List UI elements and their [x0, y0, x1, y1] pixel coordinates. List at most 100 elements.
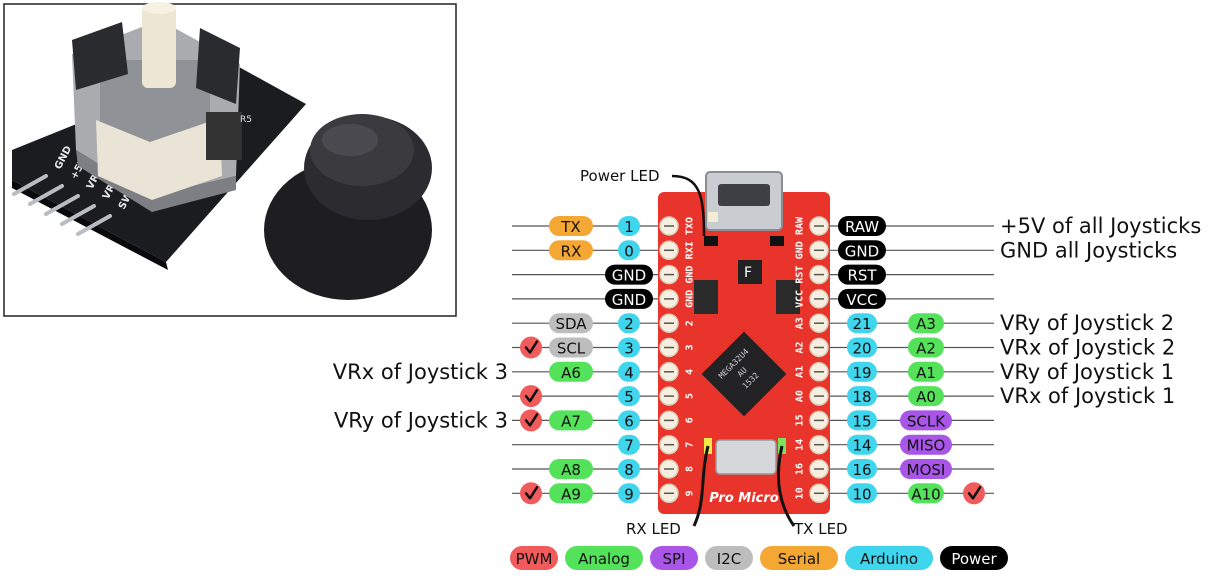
silk-label: A3 — [795, 317, 806, 329]
pin-annotation: +5V of all Joysticks — [1000, 214, 1201, 238]
rx-led-label: RX LED — [626, 520, 681, 538]
pin-number-badge-shape — [847, 313, 877, 334]
pin-function-badge-shape — [900, 410, 952, 431]
legend-item-i2c: I2C — [705, 546, 753, 570]
module-marking: R5 — [240, 115, 252, 125]
pin-number-badge-label: 15 — [852, 412, 871, 430]
pin-function-badge-shape — [908, 361, 944, 382]
pin-number-badge: 16 — [847, 459, 877, 479]
pin-number-badge-label: 8 — [624, 461, 634, 479]
check-icon — [524, 413, 539, 427]
pin-number-badge: 10 — [847, 483, 877, 504]
left-pin-row: 5 — [520, 385, 640, 408]
legend-item-spi: SPI — [650, 546, 698, 570]
legend-swatch — [705, 546, 753, 570]
pin-number-badge-shape — [605, 288, 653, 309]
pin-function-badge: SCLK — [900, 410, 952, 431]
pin-function-badge-shape — [549, 361, 593, 382]
pin-function-badge: A6 — [549, 361, 593, 382]
pin-annotation: VRy of Joystick 3 — [334, 408, 508, 432]
legend-swatch — [760, 546, 838, 570]
pin-annotation: VRy of Joystick 1 — [1000, 360, 1174, 384]
pin-number-badge-shape — [618, 410, 640, 431]
pin-number-badge-shape — [838, 288, 886, 309]
pin-number-badge: 14 — [847, 434, 877, 455]
pin-function-badge-label: A0 — [916, 388, 936, 406]
legend-label: Arduino — [860, 550, 918, 568]
silk-label: 2 — [685, 320, 696, 326]
pin-number-badge-label: 0 — [624, 242, 634, 260]
pin-number-badge-label: 2 — [624, 315, 634, 333]
pin-function-badge-shape — [549, 410, 593, 431]
pin-number-badge: RST — [838, 264, 886, 285]
pin-number-badge-shape — [618, 240, 640, 261]
pin-function-badge-label: A10 — [911, 485, 940, 503]
pin-number-badge-shape — [618, 313, 640, 334]
silk-label: TXO — [685, 217, 696, 235]
legend-label: I2C — [717, 550, 741, 568]
right-pin-row: RST — [838, 264, 886, 285]
led-callouts: Power LED RX LED TX LED — [580, 167, 848, 538]
pin-function-badge-shape — [908, 386, 944, 407]
pin-number-badge: 15 — [847, 410, 877, 431]
silk-label: A0 — [795, 390, 806, 402]
check-icon — [967, 486, 982, 500]
silk-label: 14 — [795, 439, 806, 451]
pin-function-badge: A3 — [908, 313, 944, 334]
pin-annotation: VRx of Joystick 2 — [1000, 336, 1175, 360]
pwm-marker — [963, 482, 985, 505]
pin-function-badge-label: A6 — [561, 364, 581, 382]
silk-label: 9 — [685, 490, 696, 496]
legend-item-power: Power — [940, 546, 1008, 570]
silk-label: RST — [795, 266, 806, 284]
silk-label: 10 — [795, 487, 806, 499]
pin-function-badge: A1 — [908, 361, 944, 382]
silk-label: 15 — [795, 414, 806, 426]
pin-number-badge: 0 — [618, 240, 640, 261]
legend-item-serial: Serial — [760, 546, 838, 570]
pin-number-badge: 5 — [618, 386, 640, 407]
silk-label: RAW — [795, 216, 806, 235]
fuse-label: F — [744, 265, 752, 281]
legend-item-analog: Analog — [565, 546, 643, 570]
pin-function-badge-label: SCLK — [907, 412, 946, 430]
silk-label: 16 — [795, 463, 806, 475]
pin-function-badge-label: A3 — [916, 315, 936, 333]
pin-number-badge: 1 — [618, 216, 640, 236]
legend-label: Power — [951, 550, 997, 568]
pin-function-badge-shape — [908, 337, 944, 358]
pin-function-badge-label: A9 — [561, 485, 581, 503]
pin-function-badge-shape — [549, 240, 593, 261]
pin-number-badge: 7 — [618, 434, 640, 455]
pin-number-badge-shape — [847, 434, 877, 455]
pwm-marker — [520, 482, 542, 505]
left-pin-row: A9 9 — [520, 482, 640, 505]
pin-number-badge: 6 — [618, 410, 640, 431]
pin-function-badge-label: A1 — [916, 364, 936, 382]
pin-function-badge: MISO — [900, 434, 952, 455]
legend-label: Serial — [778, 550, 820, 568]
pin-number-badge-shape — [838, 240, 886, 261]
silk-label: VCC — [795, 290, 806, 308]
silk-label: 5 — [685, 393, 696, 399]
silk-label: GND — [795, 241, 806, 259]
silk-label: A2 — [795, 341, 806, 353]
pin-number-badge: RAW — [838, 216, 886, 236]
pin-number-badge-label: 9 — [624, 485, 634, 503]
legend-swatch — [940, 546, 1008, 570]
pin-function-badge-label: SDA — [555, 315, 587, 333]
check-icon — [524, 340, 539, 354]
board-silkscreen: TXORXIGNDGND23456789RAWGNDRSTVCCA3A2A1A0… — [685, 216, 806, 499]
right-pin-row: 14 MISO — [847, 434, 952, 455]
pin-number-badge: 18 — [847, 386, 877, 407]
right-pin-row: RAW +5V of all Joysticks — [838, 214, 1201, 238]
pin-number-badge-label: 3 — [624, 340, 634, 358]
pin-function-badge-label: RX — [561, 242, 582, 260]
pin-number-badge-label: 4 — [624, 364, 634, 382]
right-pin-row: VCC — [838, 288, 886, 309]
